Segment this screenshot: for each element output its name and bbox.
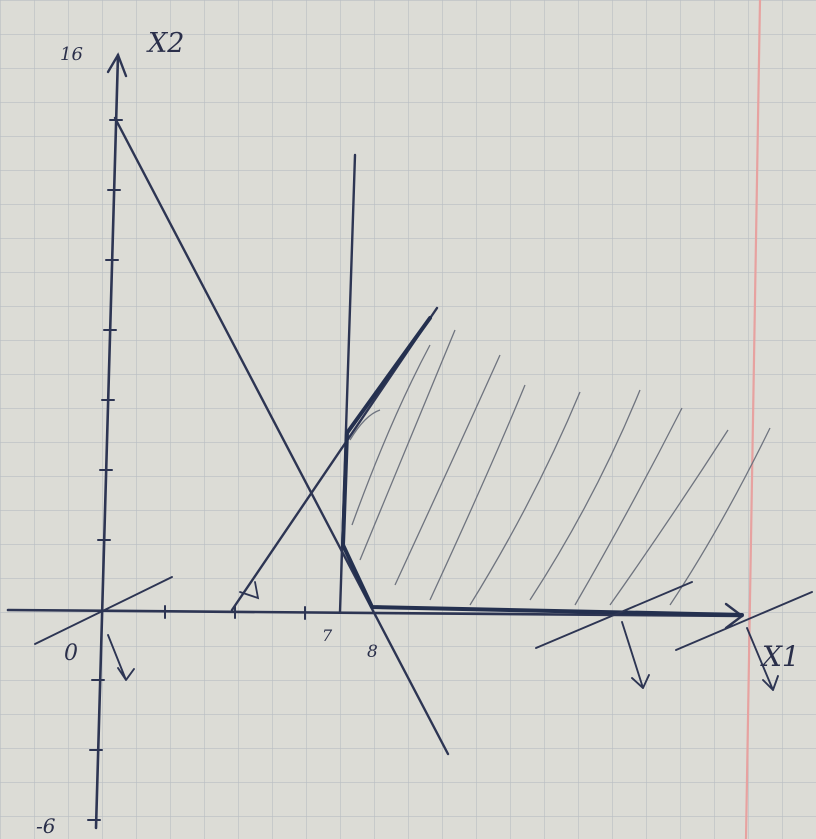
x2-axis-arrow — [106, 52, 128, 78]
x-tick-label-7: 7 — [322, 626, 333, 645]
objective-direction-middle — [621, 621, 650, 689]
x1-axis-label: X1 — [760, 640, 800, 673]
x-tick-label-8: 8 — [367, 642, 378, 662]
objective-direction-right — [746, 627, 779, 691]
y-bottom-label: -6 — [36, 814, 56, 838]
objective-direction-origin — [107, 634, 135, 681]
x2-axis-line — [94, 53, 120, 830]
objective-line-right — [675, 591, 813, 651]
objective-lines — [34, 576, 813, 691]
hatched-feasible-region — [349, 329, 771, 606]
feasible-boundary — [341, 316, 744, 617]
origin-label: 0 — [64, 641, 78, 666]
objective-line-origin — [34, 576, 173, 645]
x-ticks — [164, 605, 306, 620]
y-ticks — [87, 119, 123, 821]
y-top-label: 16 — [60, 44, 83, 65]
constraint-arrow-rising — [239, 581, 260, 600]
margin-line — [744, 0, 762, 839]
x2-axis-label: X2 — [146, 28, 184, 59]
constraint-line-diagonal — [113, 116, 450, 756]
objective-line-middle — [535, 581, 693, 649]
